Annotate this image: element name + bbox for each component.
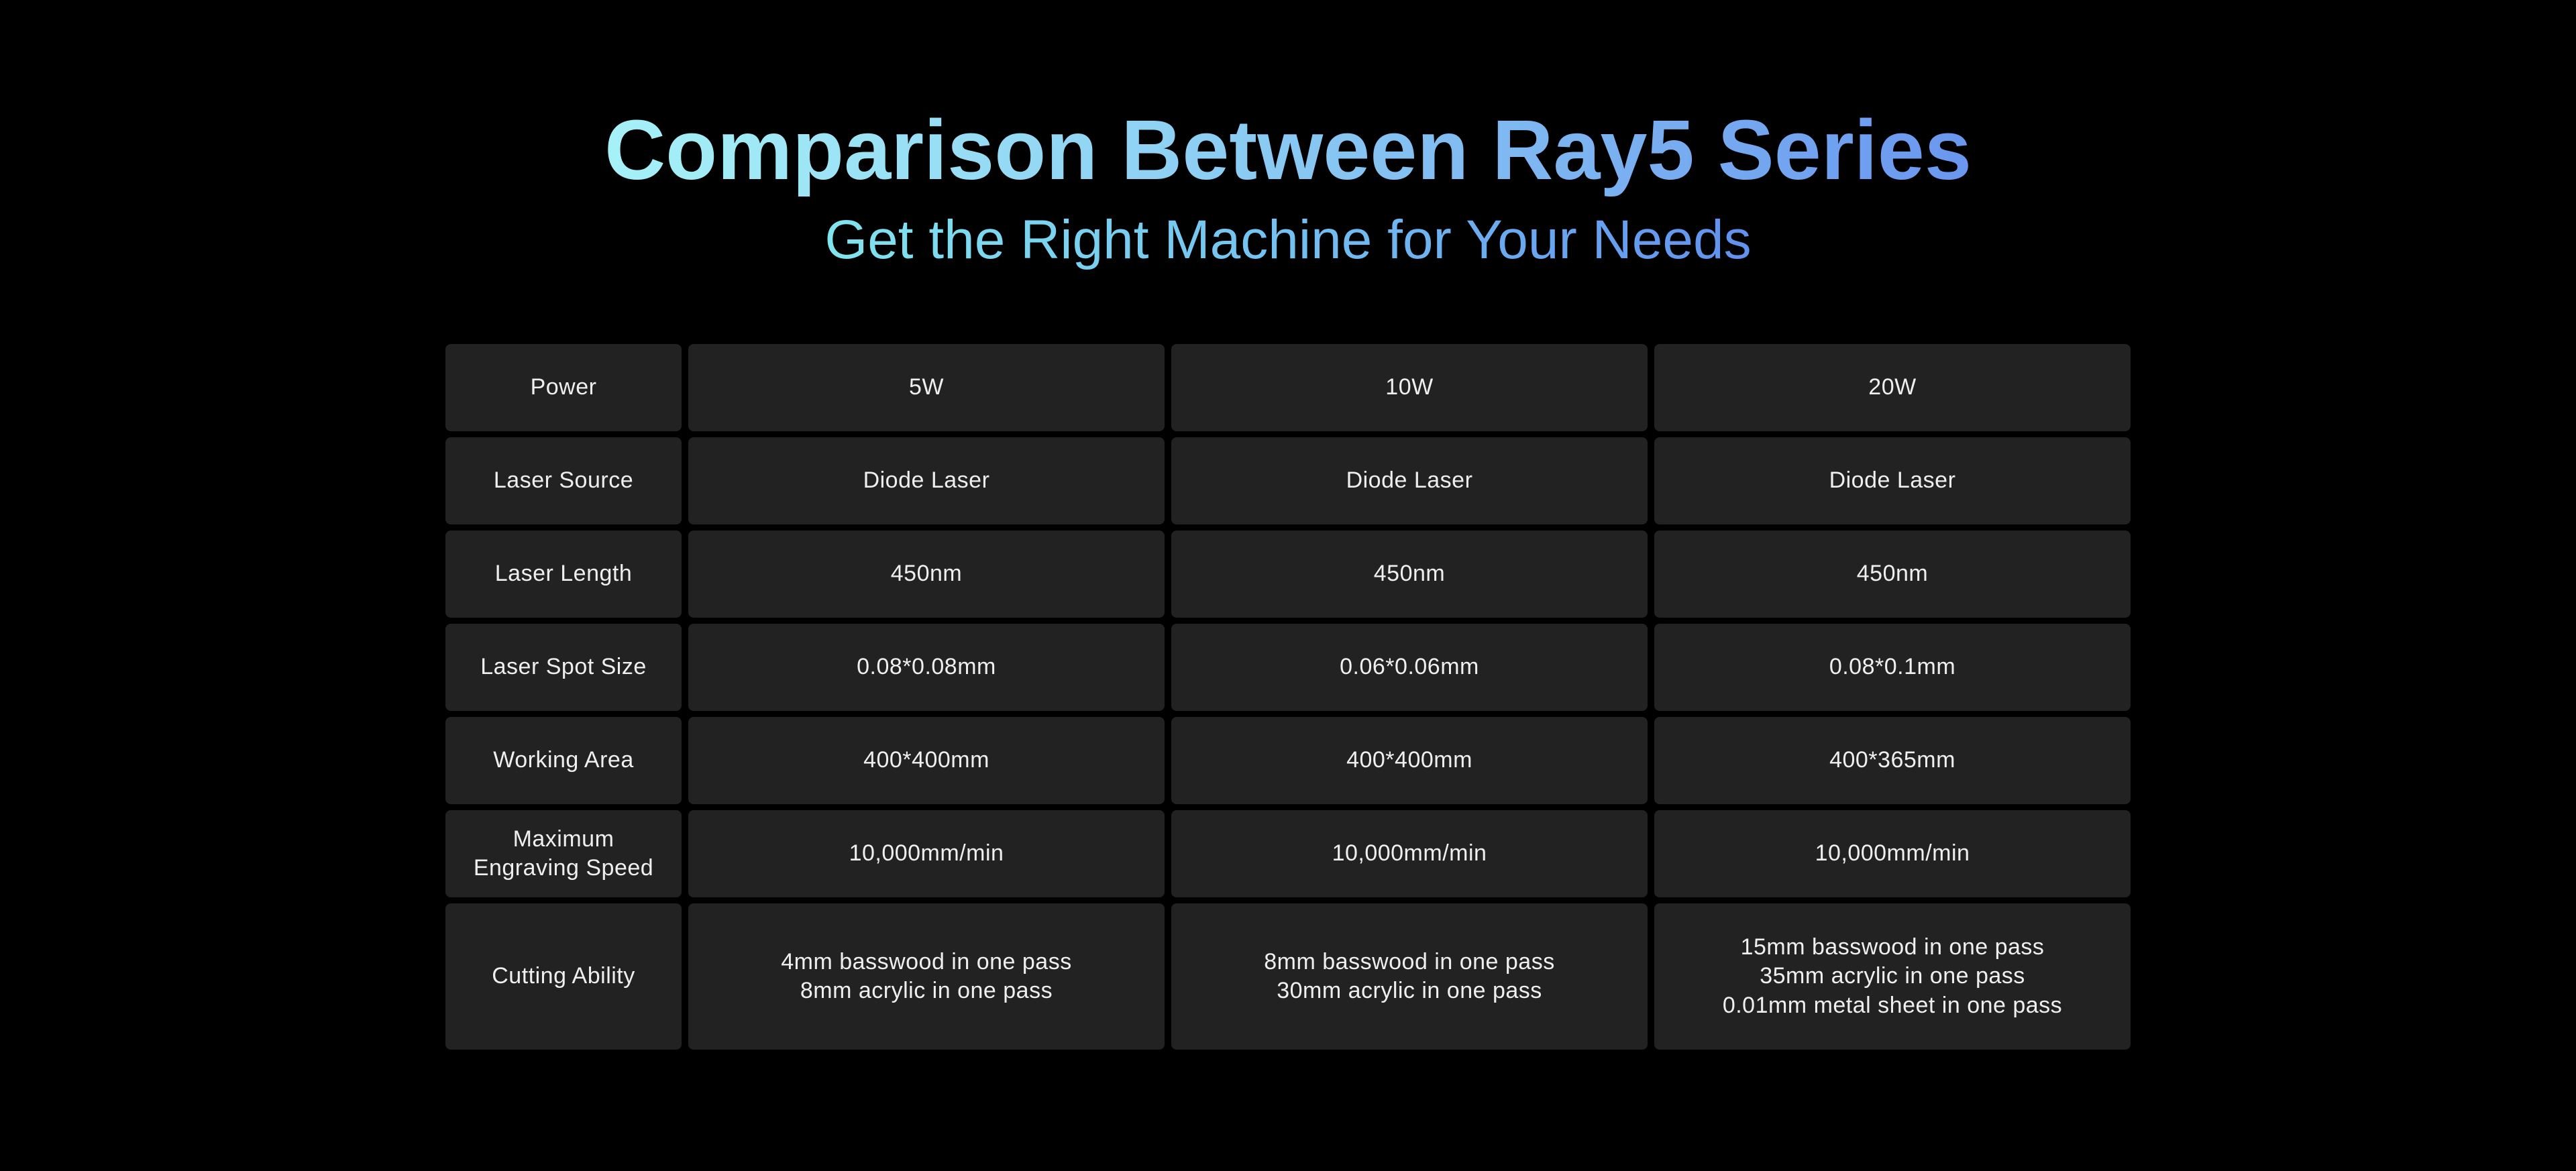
cell-laser-spot-size-10w: 0.06*0.06mm (1171, 624, 1648, 712)
row-label-laser-spot-size: Laser Spot Size (445, 624, 682, 712)
cell-working-area-10w: 400*400mm (1171, 717, 1648, 805)
cell-power-5w: 5W (688, 344, 1165, 432)
row-label-laser-length: Laser Length (445, 531, 682, 618)
page-title-text: Comparison Between Ray5 Series (604, 101, 1972, 201)
cell-cutting-ability-10w: 8mm basswood in one pass 30mm acrylic in… (1171, 903, 1648, 1050)
cell-max-engraving-speed-5w: 10,000mm/min (688, 810, 1165, 898)
row-label-power: Power (445, 344, 682, 432)
page-subtitle: Get the Right Machine for Your Needs (0, 207, 2576, 273)
cell-working-area-20w: 400*365mm (1654, 717, 2131, 805)
row-label-working-area: Working Area (445, 717, 682, 805)
row-label-max-engraving-speed: Maximum Engraving Speed (445, 810, 682, 898)
comparison-table: Power 5W 10W 20W Laser Source Diode Lase… (445, 344, 2131, 1050)
row-label-laser-source: Laser Source (445, 437, 682, 525)
cell-max-engraving-speed-20w: 10,000mm/min (1654, 810, 2131, 898)
cell-laser-length-5w: 450nm (688, 531, 1165, 618)
cell-laser-source-20w: Diode Laser (1654, 437, 2131, 525)
cell-working-area-5w: 400*400mm (688, 717, 1165, 805)
page-title: Comparison Between Ray5 Series (0, 0, 2576, 201)
cell-cutting-ability-20w: 15mm basswood in one pass 35mm acrylic i… (1654, 903, 2131, 1050)
cell-max-engraving-speed-10w: 10,000mm/min (1171, 810, 1648, 898)
cell-power-20w: 20W (1654, 344, 2131, 432)
cell-laser-spot-size-5w: 0.08*0.08mm (688, 624, 1165, 712)
cell-cutting-ability-5w: 4mm basswood in one pass 8mm acrylic in … (688, 903, 1165, 1050)
cell-laser-spot-size-20w: 0.08*0.1mm (1654, 624, 2131, 712)
cell-laser-source-5w: Diode Laser (688, 437, 1165, 525)
row-label-cutting-ability: Cutting Ability (445, 903, 682, 1050)
cell-power-10w: 10W (1171, 344, 1648, 432)
cell-laser-length-20w: 450nm (1654, 531, 2131, 618)
page-subtitle-text: Get the Right Machine for Your Needs (824, 207, 1751, 273)
cell-laser-length-10w: 450nm (1171, 531, 1648, 618)
cell-laser-source-10w: Diode Laser (1171, 437, 1648, 525)
